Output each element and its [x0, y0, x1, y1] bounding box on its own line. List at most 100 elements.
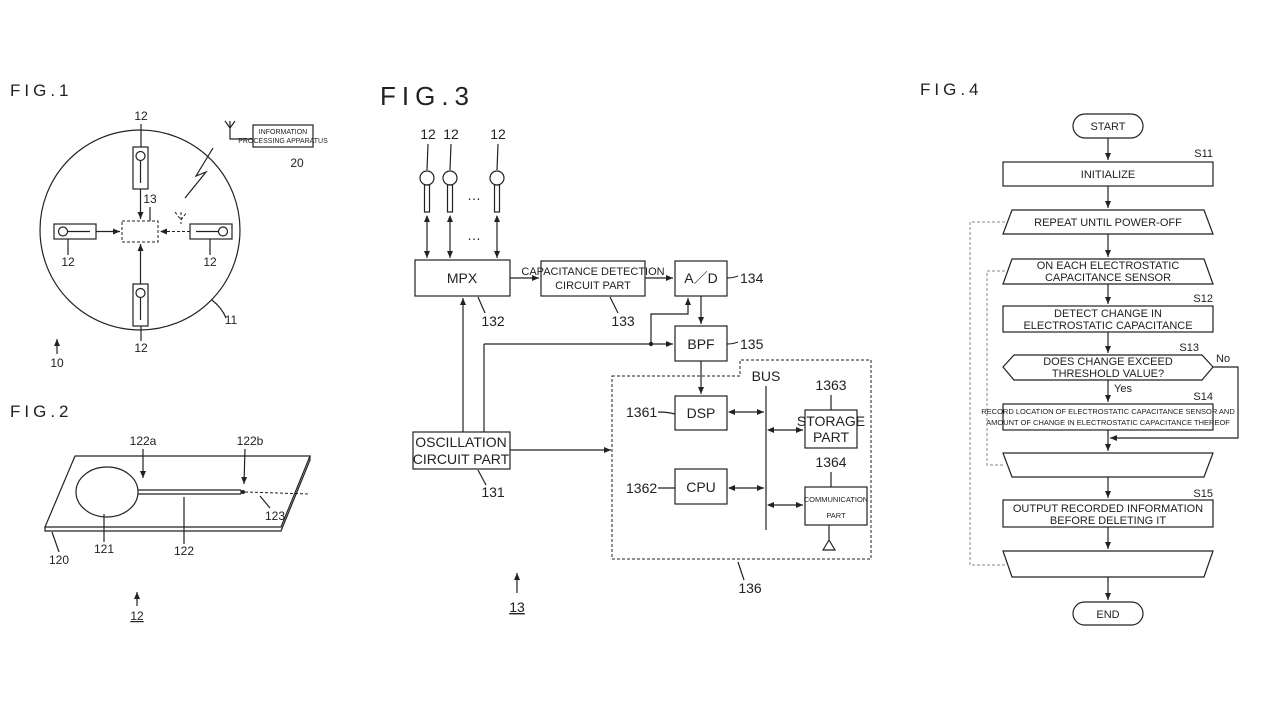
fig4-title: FIG.4 — [920, 80, 983, 99]
communication-label: COMMUNICATION — [804, 495, 868, 504]
step-s12: S12 — [1193, 293, 1213, 305]
output-label: BEFORE DELETING IT — [1050, 515, 1166, 527]
ref-11: 11 — [225, 313, 238, 327]
ref-123: 123 — [265, 509, 285, 523]
ref-12-left: 12 — [61, 255, 75, 269]
bus-label: BUS — [752, 368, 781, 384]
module-13 — [121, 220, 159, 243]
ref-10: 10 — [50, 356, 64, 370]
storage-box — [804, 409, 858, 449]
loop-end-sensor — [1002, 452, 1214, 478]
fig1: FIG.1 INFORMATION PROCESSING APPARATUS — [10, 81, 328, 370]
ref-122b: 122b — [237, 434, 264, 448]
ref-13: 13 — [143, 192, 157, 206]
ref-1363: 1363 — [815, 377, 846, 393]
device-body — [39, 129, 241, 331]
sensor-loop-bracket — [986, 270, 1005, 466]
fig1-title: FIG.1 — [10, 81, 73, 100]
step-s15: S15 — [1193, 488, 1213, 500]
antenna-icon — [821, 525, 837, 551]
record-label: AMOUNT OF CHANGE IN ELECTROSTATIC CAPACI… — [986, 418, 1230, 427]
dsp-label: DSP — [687, 405, 716, 421]
ref-131: 131 — [481, 484, 505, 500]
loop-start-power-label: REPEAT UNTIL POWER-OFF — [1034, 217, 1182, 229]
sensor-icon — [442, 170, 458, 186]
loop-start-sensor — [1002, 258, 1214, 285]
loop-end-power — [1002, 550, 1214, 578]
processing-group — [611, 359, 872, 560]
communication-label: PART — [826, 511, 846, 520]
ellipsis: … — [467, 187, 481, 203]
ref-120: 120 — [49, 553, 69, 567]
ref-135: 135 — [740, 336, 764, 352]
detect-label: DETECT CHANGE IN — [1054, 308, 1162, 320]
initialize-label: INITIALIZE — [1081, 169, 1135, 181]
record-box — [1002, 403, 1214, 431]
oscillation-circuit-box — [412, 431, 511, 470]
mpx-label: MPX — [447, 270, 478, 286]
initialize-box — [1002, 161, 1214, 187]
yes-label: Yes — [1114, 383, 1132, 395]
record-label: RECORD LOCATION OF ELECTROSTATIC CAPACIT… — [981, 407, 1235, 416]
step-s14: S14 — [1193, 391, 1213, 403]
ref-134: 134 — [740, 270, 764, 286]
sensor-icon — [489, 170, 505, 186]
ref-13-fig3: 13 — [509, 599, 525, 615]
electrode — [75, 466, 139, 518]
no-label: No — [1216, 353, 1230, 365]
threshold-decision-label: DOES CHANGE EXCEED — [1043, 356, 1173, 368]
sensor-icon — [419, 170, 435, 186]
ad-converter-label: A／D — [684, 270, 717, 286]
ad-converter-box — [674, 260, 728, 297]
ref-12-bottom: 12 — [134, 341, 148, 355]
wireless-signal-icon — [184, 147, 214, 199]
detect-label: ELECTROSTATIC CAPACITANCE — [1023, 320, 1192, 332]
ref-132: 132 — [481, 313, 505, 329]
mpx-box — [414, 259, 511, 297]
info-apparatus-label: INFORMATION — [259, 129, 307, 136]
oscillation-circuit-label: OSCILLATION — [415, 434, 507, 450]
ref-12-c: 12 — [490, 126, 506, 142]
ref-1362: 1362 — [626, 480, 657, 496]
antenna-icon — [224, 120, 253, 140]
ref-12-right: 12 — [203, 255, 217, 269]
threshold-decision-label: THRESHOLD VALUE? — [1052, 368, 1164, 380]
fig3-title: FIG.3 — [380, 81, 475, 111]
end-label: END — [1096, 609, 1119, 621]
fig2: FIG.2 122a 122b 120 121 122 123 12 — [10, 402, 311, 623]
cpu-box — [674, 468, 728, 505]
ref-12-a: 12 — [420, 126, 436, 142]
ref-1361: 1361 — [626, 404, 657, 420]
ref-121: 121 — [94, 542, 114, 556]
ref-12-fig2: 12 — [130, 609, 144, 623]
threshold-decision — [1002, 354, 1214, 381]
loop-start-sensor-label: CAPACITANCE SENSOR — [1045, 272, 1171, 284]
loop-start-power — [1002, 209, 1214, 235]
fig4: FIG.4 START S11 INITIALIZE REPEAT UNTIL … — [920, 80, 1239, 626]
cpu-label: CPU — [686, 479, 716, 495]
storage-label: PART — [813, 429, 849, 445]
antenna-icon — [174, 211, 188, 224]
ref-122a: 122a — [130, 434, 157, 448]
end-terminal — [1072, 601, 1144, 626]
ellipsis: … — [467, 227, 481, 243]
loop-start-sensor-label: ON EACH ELECTROSTATIC — [1037, 260, 1180, 272]
dsp-box — [674, 395, 728, 431]
step-s11: S11 — [1194, 148, 1213, 160]
fig2-title: FIG.2 — [10, 402, 73, 421]
ref-122: 122 — [174, 544, 194, 558]
info-apparatus-box — [252, 124, 314, 148]
step-s13: S13 — [1179, 342, 1199, 354]
bpf-box — [674, 325, 728, 362]
capacitance-detection-label: CAPACITANCE DETECTION — [521, 266, 664, 278]
storage-label: STORAGE — [797, 413, 865, 429]
bpf-label: BPF — [687, 336, 714, 352]
ref-1364: 1364 — [815, 454, 846, 470]
ref-12-b: 12 — [443, 126, 459, 142]
fig3: FIG.3 12 12 12 … … MPX 132 CAPACITANCE D… — [380, 81, 872, 615]
substrate — [44, 455, 311, 528]
ref-20: 20 — [290, 156, 304, 170]
info-apparatus-label: PROCESSING APPARATUS — [238, 138, 328, 145]
communication-box — [804, 486, 868, 526]
